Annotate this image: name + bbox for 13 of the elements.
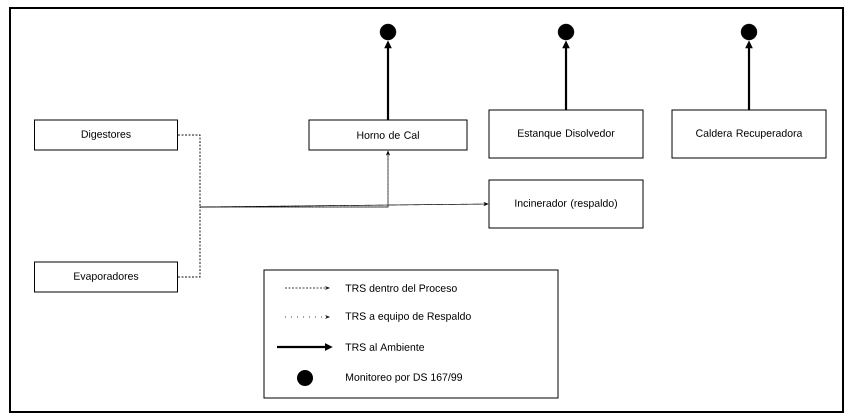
monitoring-dot (558, 24, 574, 40)
legend-text: TRS al Ambiente (345, 343, 424, 351)
process-box: Digestores (34, 120, 178, 150)
legend-text: TRS dentro del Proceso (345, 284, 457, 292)
process-box: Evaporadores (34, 262, 178, 292)
process-box: Caldera Recuperadora (672, 110, 826, 158)
process-box: Horno de Cal (308, 120, 468, 150)
monitoring-dot (740, 24, 758, 40)
process-box: Incinerador (respaldo) (488, 180, 644, 228)
legend-text: TRS a equipo de Respaldo (345, 312, 471, 322)
legend-text: Monitoreo por DS 167/99 (346, 373, 462, 383)
monitoring-dot (380, 24, 396, 40)
process-box: Estanque Disolvedor (488, 110, 644, 158)
